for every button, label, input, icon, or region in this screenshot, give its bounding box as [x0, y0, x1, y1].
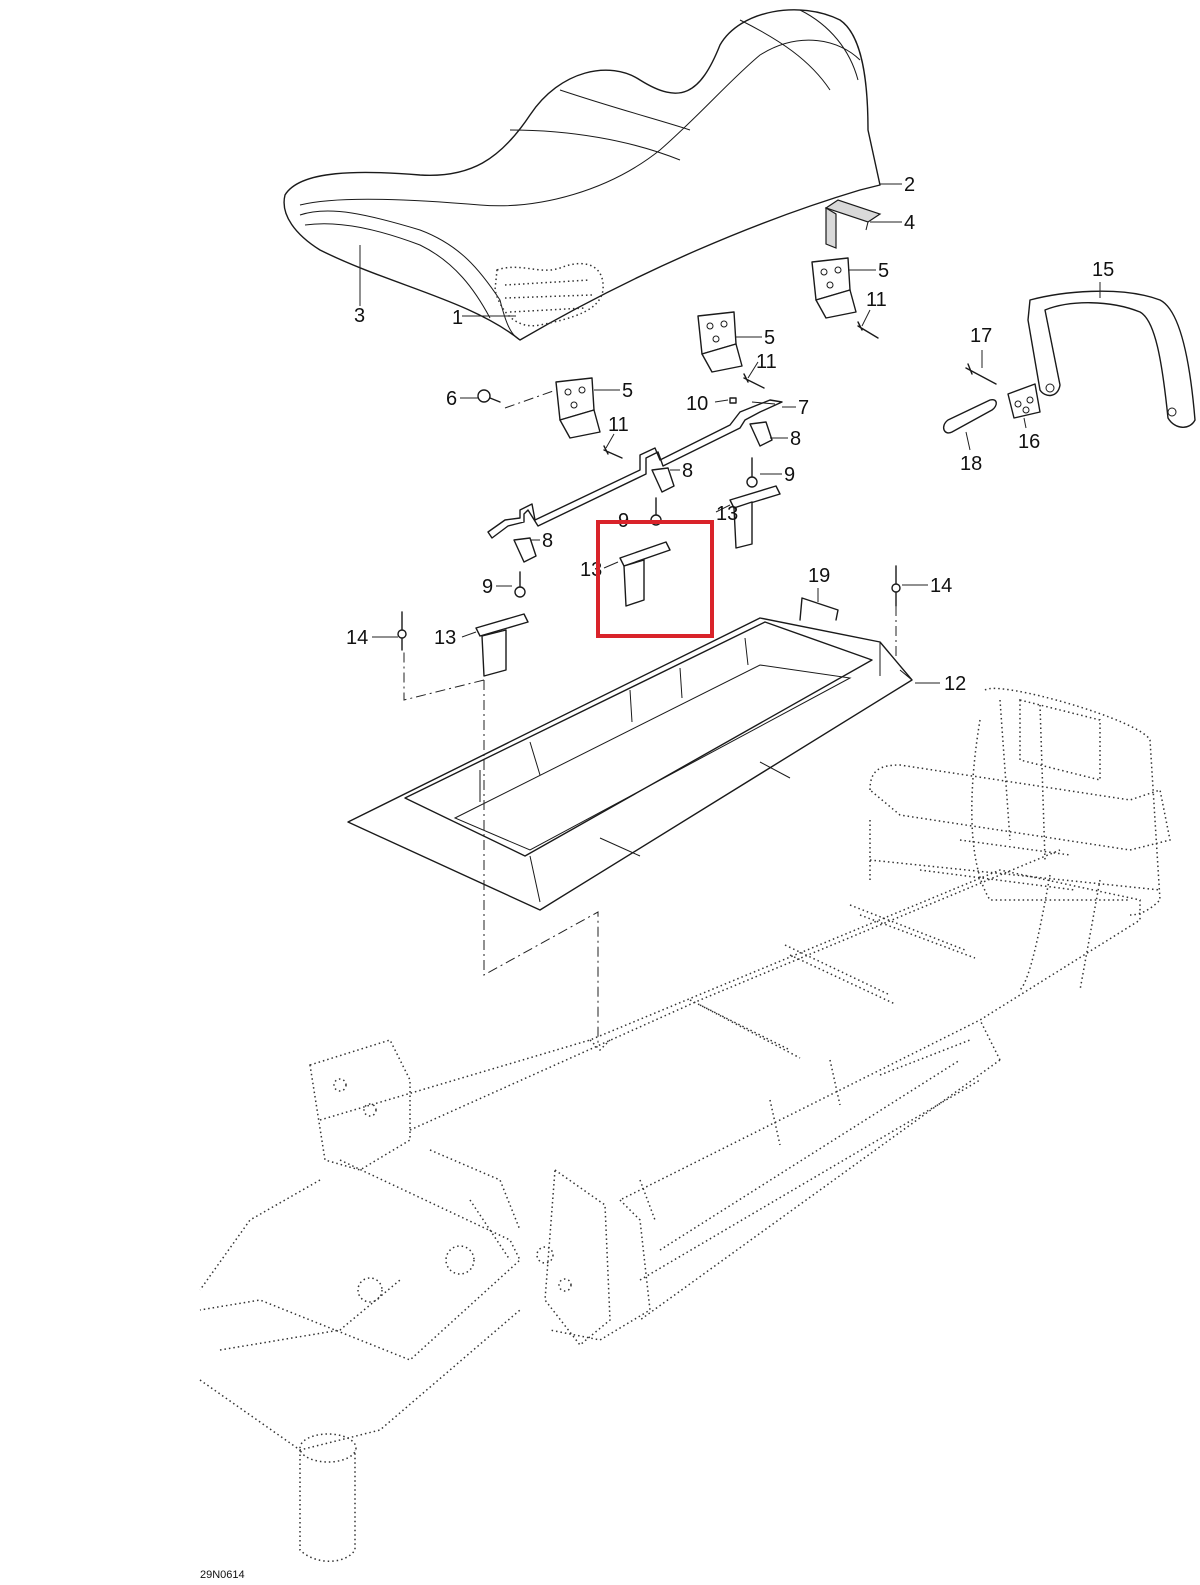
callout-13-right: 13 [716, 503, 738, 525]
callout-4: 4 [904, 212, 915, 234]
callout-8-right: 8 [790, 428, 801, 450]
callout-5-front: 5 [878, 260, 889, 282]
callout-19: 19 [808, 565, 830, 587]
callout-12: 12 [944, 673, 966, 695]
grab-handle [1027, 290, 1196, 428]
hinge-rear [555, 377, 601, 439]
rivet-17 [965, 363, 997, 385]
screw-6 [477, 389, 501, 403]
callout-9-left: 9 [482, 576, 493, 598]
callout-1: 1 [452, 307, 463, 329]
callout-11-mid: 11 [756, 351, 777, 373]
callout-5-rear: 5 [622, 380, 633, 402]
bracket-center [619, 541, 671, 607]
wire-19 [799, 597, 839, 621]
callout-14-left: 14 [346, 627, 368, 649]
storage-tray [347, 617, 913, 911]
seat [283, 9, 881, 341]
leader-lines [359, 183, 1101, 684]
latch-rod [487, 399, 783, 539]
clips [513, 421, 773, 563]
callout-17: 17 [970, 325, 992, 347]
callout-8-left: 8 [542, 530, 553, 552]
callout-15: 15 [1092, 259, 1114, 281]
callout-14-right: 14 [930, 575, 952, 597]
callout-8-mid: 8 [682, 460, 693, 482]
callout-10: 10 [686, 393, 708, 415]
callout-labels: 1 2 3 4 5 5 5 6 7 8 8 8 9 9 9 10 11 11 1… [346, 174, 1114, 695]
clip-18 [942, 398, 997, 434]
rivets [603, 321, 879, 459]
bracket-right [729, 485, 781, 549]
hinge-mid [697, 311, 743, 373]
part-10 [729, 397, 737, 404]
highlight-box [596, 520, 714, 638]
callout-11-rear: 11 [608, 414, 629, 436]
drawing-code: 29N0614 [200, 1569, 245, 1581]
bracket-16 [1007, 383, 1041, 419]
callout-16: 16 [1018, 431, 1040, 453]
callout-2: 2 [904, 174, 915, 196]
cargo-rack [869, 687, 1171, 991]
hinge-front [811, 257, 857, 319]
callout-3: 3 [354, 305, 365, 327]
chassis-tunnel [199, 839, 1141, 1562]
callout-5-mid: 5 [764, 327, 775, 349]
seat-strap [824, 199, 882, 249]
push-pins [397, 565, 901, 651]
bracket-left [475, 613, 529, 677]
callout-7: 7 [798, 397, 809, 419]
callout-13-left: 13 [434, 627, 456, 649]
callout-6: 6 [446, 388, 457, 410]
callout-9-right: 9 [784, 464, 795, 486]
callout-11-front: 11 [866, 289, 887, 311]
callout-18: 18 [960, 453, 982, 475]
